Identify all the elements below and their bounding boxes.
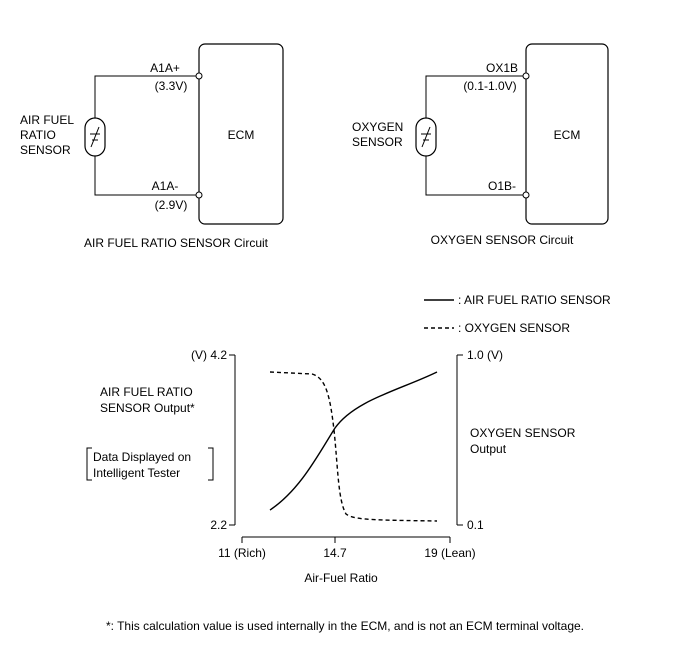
voltage-top-label-right: (0.1-1.0V) <box>463 79 516 93</box>
af-sensor-curve <box>269 371 438 511</box>
x-axis-label: Air-Fuel Ratio <box>304 571 378 585</box>
af-circuit-caption: AIR FUEL RATIO SENSOR Circuit <box>84 236 269 250</box>
legend-dashed-label: : OXYGEN SENSOR <box>458 321 570 335</box>
ecm-label-left: ECM <box>228 128 255 142</box>
left-title-line-2: SENSOR Output* <box>100 401 195 415</box>
oxygen-sensor-label-line-2: SENSOR <box>352 135 403 149</box>
terminal-top-label-left: A1A+ <box>150 61 180 75</box>
oxygen-sensor-symbol <box>415 117 437 157</box>
oxygen-circuit-caption: OXYGEN SENSOR Circuit <box>431 233 574 247</box>
left-axis-top-label: (V) 4.2 <box>191 348 227 362</box>
af-sensor-symbol <box>84 117 106 157</box>
right-title-line-1: OXYGEN SENSOR <box>470 426 576 440</box>
af-sensor-label-line-3: SENSOR <box>20 143 71 157</box>
terminal-a1a-plus <box>195 72 203 80</box>
right-title-line-2: Output <box>470 442 507 456</box>
wire-bottom-right <box>425 156 523 196</box>
wire-bottom-left <box>94 156 196 196</box>
voltage-bottom-label-left: (2.9V) <box>155 198 188 212</box>
ecm-box-left <box>198 43 284 225</box>
oxygen-sensor-circuit: ECM OX1B (0.1-1.0V) O1B- OXYGEN SENSOR O… <box>352 43 609 247</box>
tester-note: Data Displayed on Intelligent Tester <box>86 447 214 481</box>
af-sensor-label-line-2: RATIO <box>20 128 56 142</box>
oxygen-sensor-curve <box>269 371 438 522</box>
tester-note-line-1: Data Displayed on <box>93 450 191 464</box>
wire-top-right <box>425 75 523 118</box>
terminal-ox1b <box>522 72 530 80</box>
right-axis-bottom-label: 0.1 <box>467 518 484 532</box>
voltage-top-label-left: (3.3V) <box>155 79 188 93</box>
legend-solid-label: : AIR FUEL RATIO SENSOR <box>458 293 611 307</box>
footnote: *: This calculation value is used intern… <box>106 619 584 633</box>
left-title-line-1: AIR FUEL RATIO <box>100 385 193 399</box>
terminal-top-label-right: OX1B <box>486 61 518 75</box>
x-tick-rich: 11 (Rich) <box>218 546 266 560</box>
terminal-bottom-label-left: A1A- <box>152 179 179 193</box>
terminal-bottom-label-right: O1B- <box>488 179 516 193</box>
ecm-box-right <box>525 43 609 225</box>
x-tick-lean: 19 (Lean) <box>424 546 475 560</box>
output-graph: (V) 4.2 2.2 1.0 (V) 0.1 11 (Rich) 14.7 1… <box>86 348 576 585</box>
af-sensor-label-line-1: AIR FUEL <box>20 113 74 127</box>
x-tick-stoich: 14.7 <box>323 546 347 560</box>
terminal-a1a-minus <box>195 191 203 199</box>
oxygen-sensor-label-line-1: OXYGEN <box>352 120 403 134</box>
wire-top-left <box>94 75 196 118</box>
af-sensor-circuit: ECM A1A+ (3.3V) A1A- (2.9V) AIR FUEL RAT… <box>20 43 284 250</box>
left-axis-bottom-label: 2.2 <box>210 518 227 532</box>
right-axis-top-label: 1.0 (V) <box>467 348 503 362</box>
terminal-o1b-minus <box>522 191 530 199</box>
tester-note-line-2: Intelligent Tester <box>93 466 180 480</box>
ecm-label-right: ECM <box>554 128 581 142</box>
legend: : AIR FUEL RATIO SENSOR : OXYGEN SENSOR <box>424 293 611 335</box>
